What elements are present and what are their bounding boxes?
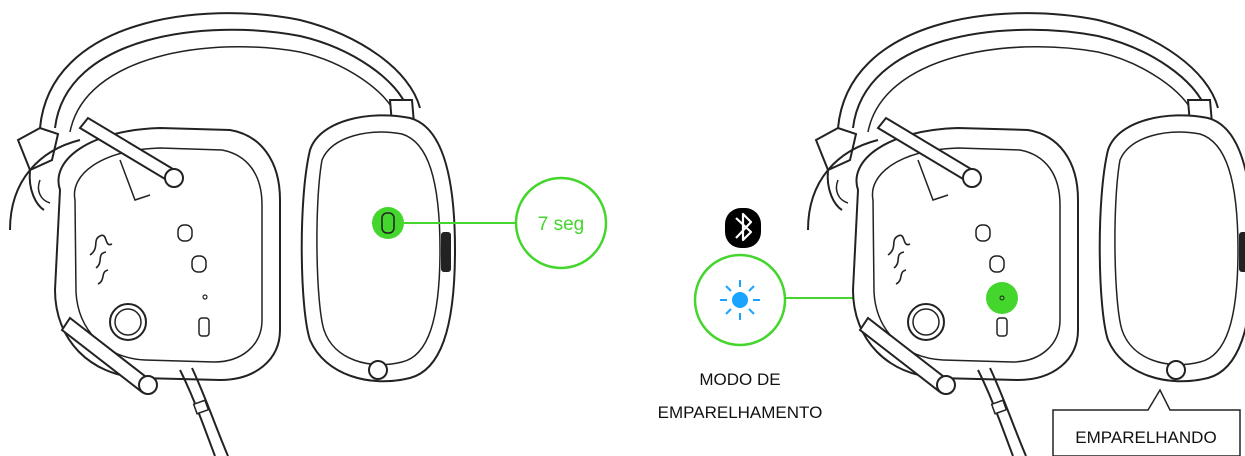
timer-label: 7 seg <box>538 214 584 235</box>
power-button-highlight <box>372 207 404 239</box>
mode-label-line1: MODO DE <box>699 370 780 389</box>
headset-right-illustration <box>807 12 1245 456</box>
pairing-callout-box <box>1052 388 1241 456</box>
timer-circle <box>514 176 608 270</box>
led-highlight <box>986 282 1018 314</box>
led-dot <box>999 295 1005 301</box>
mode-label-line2: EMPARELHAMENTO <box>658 403 823 422</box>
led-blinking-blue-icon <box>720 280 760 320</box>
power-button-icon <box>381 212 395 234</box>
bluetooth-icon <box>725 208 761 248</box>
pairing-status-label: EMPARELHANDO <box>1075 428 1216 447</box>
